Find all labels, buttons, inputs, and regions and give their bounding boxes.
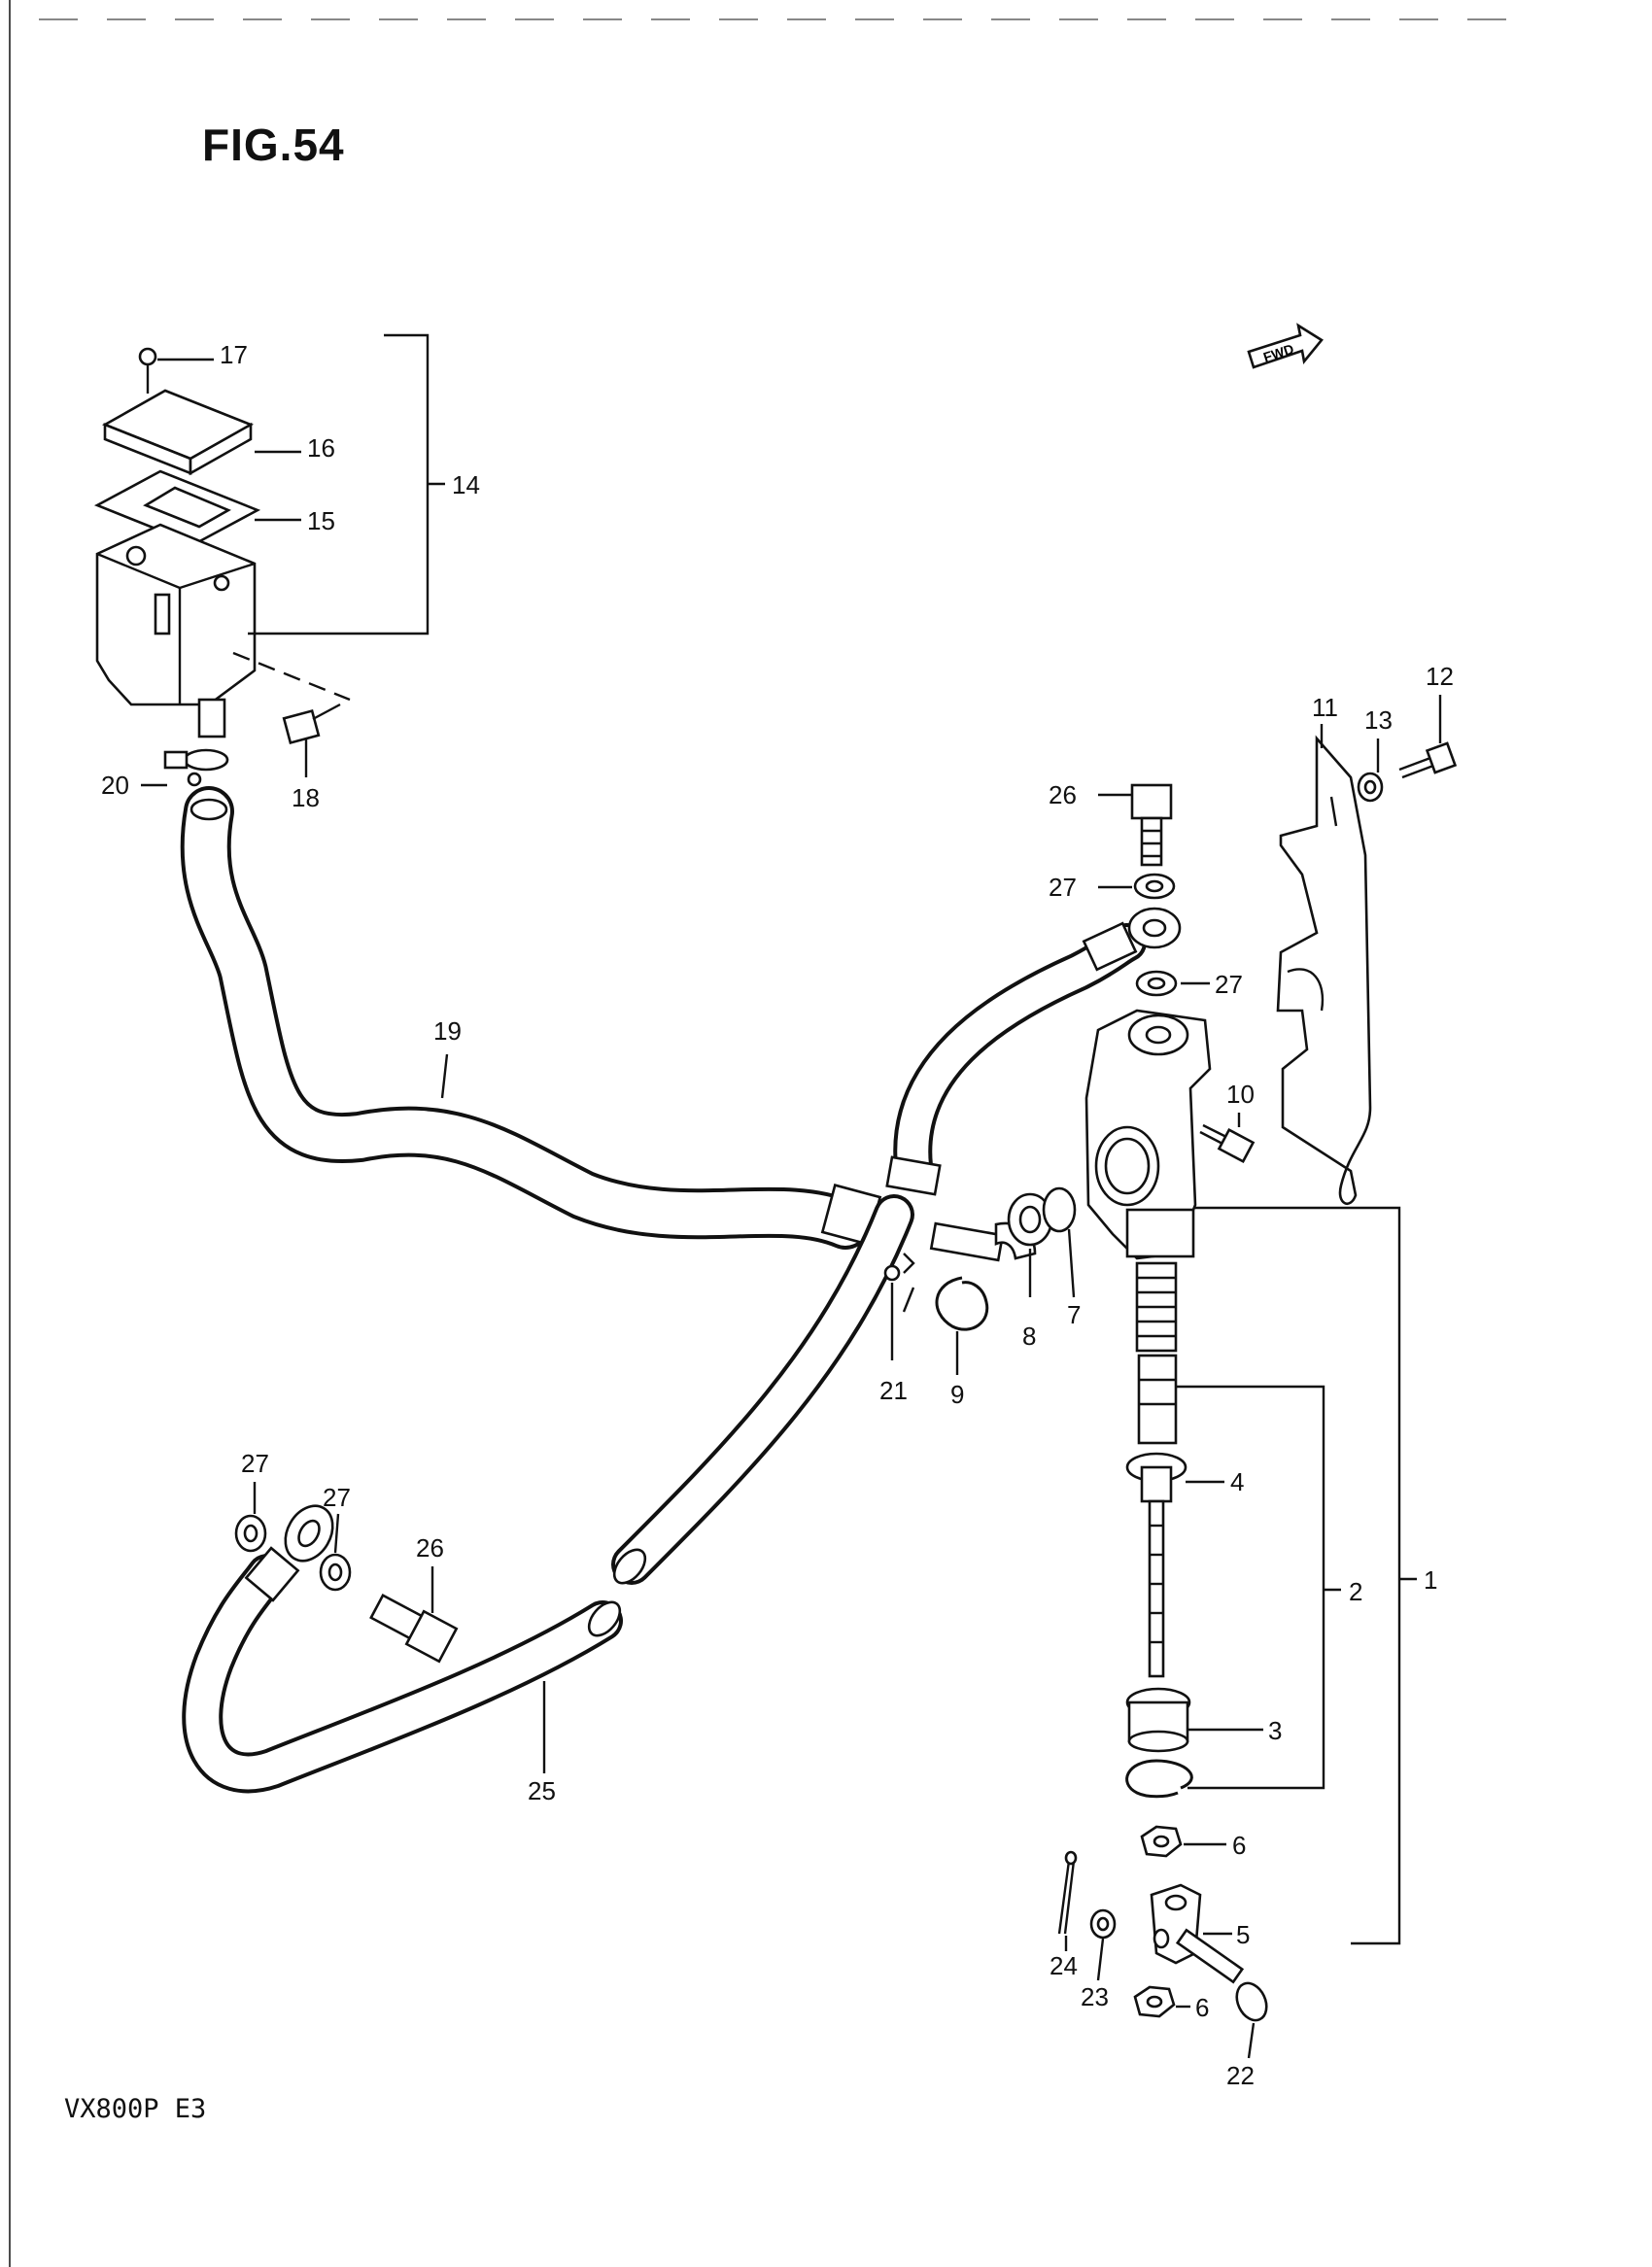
circlip-lower [1125,1759,1193,1799]
nut-6-upper [1140,1825,1183,1858]
master-cylinder-body [1084,1009,1212,1260]
callout-27-d: 27 [323,1483,351,1512]
callout-9: 9 [950,1380,965,1409]
elbow-fitting-8 [929,1192,1053,1262]
clevis-pin-22 [1175,1928,1268,2022]
fwd-badge-text: FWD [1261,341,1295,365]
o-ring-7 [1042,1186,1077,1233]
cup-3 [1125,1687,1191,1753]
callout-3: 3 [1268,1716,1283,1745]
callout-8: 8 [1022,1322,1037,1351]
pushrod [1148,1499,1165,1678]
callout-21: 21 [879,1376,908,1405]
union-bolt-26-lower [369,1594,459,1664]
callout-1: 1 [1424,1565,1438,1595]
callout-23: 23 [1081,1982,1109,2011]
callout-25: 25 [528,1776,556,1805]
callout-6-lower: 6 [1195,1993,1210,2022]
callout-24: 24 [1050,1951,1078,1980]
callout-7: 7 [1067,1300,1082,1329]
callout-6-upper: 6 [1232,1831,1247,1860]
cotter-pin-24 [1057,1850,1078,1935]
bolt-12 [1398,741,1458,779]
callout-14: 14 [452,470,480,499]
leader-lines [141,358,1442,2059]
callout-4: 4 [1230,1467,1245,1496]
return-hose-25 [182,1194,914,1794]
master-cylinder-hose [885,907,1182,1196]
callout-16: 16 [307,433,335,463]
washer-13 [1357,772,1384,803]
reservoir-tank [93,347,351,738]
callout-bracket-14 [248,333,445,635]
bracket-11 [1276,735,1372,1205]
reservoir-bolt-18 [282,703,341,745]
nut-6-lower [1133,1985,1176,2018]
hose-clamp-20 [163,748,229,787]
callout-bracket-2 [1176,1385,1341,1790]
callout-26-upper: 26 [1049,780,1077,809]
callout-27-a: 27 [1049,873,1077,902]
callout-26-lower: 26 [416,1533,444,1563]
washer-27-left [234,1514,352,1592]
callout-13: 13 [1364,705,1393,735]
callout-27-c: 27 [241,1449,269,1478]
callout-20: 20 [101,771,129,800]
hose-clip-21 [883,1253,915,1313]
washer-27-upper [1133,873,1178,997]
callout-22: 22 [1226,2061,1255,2090]
boot-4 [1125,1452,1187,1503]
callout-bracket-1 [1193,1206,1417,1945]
callout-18: 18 [292,783,320,812]
callout-19: 19 [433,1016,462,1046]
callout-11: 11 [1312,693,1338,722]
circlip-9 [935,1276,989,1331]
fwd-arrow-icon: FWD [1247,323,1324,369]
piston-assembly-2 [1135,1261,1178,1445]
callout-12: 12 [1426,662,1454,691]
callout-15: 15 [307,506,335,535]
reservoir-hose-19 [180,786,882,1250]
callout-10: 10 [1226,1080,1255,1109]
union-bolt-26-upper [1130,783,1173,867]
callout-17: 17 [220,340,248,369]
model-code: VX800P E3 [64,2094,207,2124]
callout-27-b: 27 [1215,970,1243,999]
callout-5: 5 [1236,1920,1251,1949]
washer-23 [1089,1908,1117,1940]
figure-title: FIG.54 [202,120,345,170]
bolt-10 [1199,1123,1256,1164]
callout-2: 2 [1349,1577,1363,1606]
